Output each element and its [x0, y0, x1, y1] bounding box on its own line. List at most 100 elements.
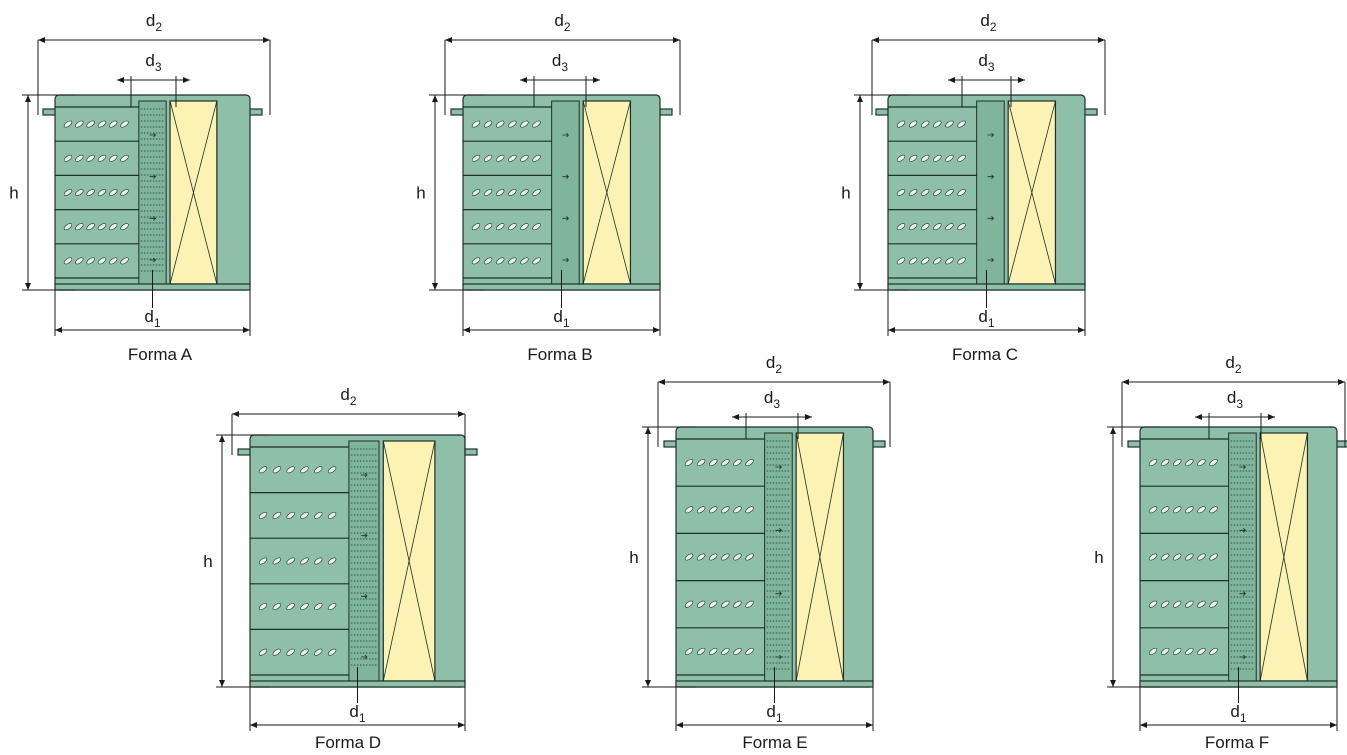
flow-arrow-icon: [360, 654, 368, 660]
d3-label-base: d: [552, 51, 561, 70]
d1-label: d1: [349, 702, 365, 725]
flow-arrow-icon: [987, 132, 995, 138]
housing-slot: [908, 154, 918, 162]
housing-slot: [1197, 647, 1206, 655]
d1-label: d1: [1230, 702, 1246, 725]
housing-slot: [286, 466, 295, 474]
housing-slot: [933, 257, 942, 265]
d3-label-subscript: 3: [1236, 397, 1243, 411]
housing-slot: [508, 189, 517, 196]
housing-slot: [1209, 647, 1218, 655]
d2-label-subscript: 2: [155, 20, 162, 34]
housing-slot: [696, 506, 706, 514]
d3-dimension-line-arrow-right: [183, 77, 190, 83]
d1-label-subscript: 1: [359, 711, 366, 725]
housing-slot: [908, 223, 918, 231]
housing-slot: [97, 257, 107, 265]
h-label: h: [629, 548, 638, 567]
d3-label-base: d: [978, 51, 987, 70]
housing-slot: [520, 223, 529, 231]
d3-dimension-line-arrow-left: [117, 77, 124, 83]
flow-arrow-icon: [1239, 591, 1247, 596]
housing-slot: [957, 257, 966, 265]
housing-slot: [496, 154, 505, 162]
housing-slot: [709, 647, 718, 655]
housing-slot: [945, 257, 954, 265]
flow-arrow-icon: [149, 174, 157, 179]
housing-slot: [745, 459, 754, 467]
housing-slot: [1173, 553, 1182, 561]
d3-label-base: d: [764, 388, 773, 407]
housing-slot: [921, 120, 930, 128]
d2-label-base: d: [980, 11, 989, 30]
housing-slot: [471, 154, 481, 162]
housing-slot: [709, 506, 718, 514]
d1-dimension-line-arrow-left: [888, 327, 895, 333]
housing-slot: [532, 257, 541, 265]
d2-label-base: d: [766, 353, 775, 372]
h-label: h: [841, 184, 850, 203]
housing-slot: [896, 154, 906, 162]
form-caption: Forma E: [742, 733, 807, 752]
housing-slot: [75, 189, 84, 196]
housing-slot: [1197, 506, 1206, 514]
housing-slot: [496, 223, 505, 231]
housing-slot: [921, 189, 930, 196]
flow-arrow-icon: [1239, 528, 1247, 533]
housing-slot: [945, 189, 954, 196]
housing-slot: [721, 459, 730, 467]
housing-slot: [327, 603, 337, 611]
d1-dimension-line-arrow-left: [676, 722, 683, 728]
housing-slot: [896, 120, 906, 128]
housing-slot: [520, 189, 529, 196]
d1-label: d1: [144, 307, 160, 330]
housing-slot: [520, 120, 529, 128]
d1-dimension-line-arrow-left: [250, 722, 257, 728]
d2-dimension-line-arrow-right: [263, 37, 270, 43]
housing-slot: [314, 466, 323, 474]
housing-slot: [75, 257, 84, 265]
housing-slot: [684, 506, 694, 514]
d3-label: d3: [764, 388, 780, 411]
housing-slot: [1173, 506, 1182, 514]
housing-slot: [1160, 647, 1170, 655]
housing-slot: [286, 511, 295, 519]
h-dimension-line-arrow-top: [25, 95, 31, 102]
d2-label-subscript: 2: [990, 20, 997, 34]
housing-slot: [1148, 553, 1158, 561]
housing-slot: [721, 600, 730, 608]
d1-dimension-line-arrow-right: [1330, 722, 1337, 728]
housing-slot: [1148, 647, 1158, 655]
housing-slot: [957, 223, 966, 231]
housing-slot: [97, 120, 107, 128]
housing-slot: [709, 600, 718, 608]
housing-slot: [745, 553, 754, 561]
housing-slot: [109, 189, 118, 196]
housing-slot: [120, 120, 129, 128]
housing-slot: [75, 120, 84, 128]
d2-label: d2: [554, 11, 570, 34]
housing-slot: [1148, 600, 1158, 608]
housing-slot: [532, 223, 541, 231]
housing-slot: [1209, 506, 1218, 514]
housing-slot: [75, 223, 84, 231]
housing-slot: [97, 189, 107, 196]
housing-slot: [120, 257, 129, 265]
housing-slot: [97, 154, 107, 162]
d1-label-subscript: 1: [563, 316, 570, 330]
flow-arrow-icon: [775, 464, 783, 470]
housing-slot: [1173, 600, 1182, 608]
media-cross-line: [382, 440, 436, 682]
d3-label-base: d: [145, 51, 154, 70]
housing-slot: [921, 257, 930, 265]
housing-slot: [1197, 553, 1206, 561]
housing-slot: [532, 120, 541, 128]
housing-slot: [63, 223, 73, 231]
housing-slot: [1197, 600, 1206, 608]
d3-dimension-line-arrow-right: [805, 414, 812, 420]
housing-slot: [63, 120, 73, 128]
housing-slot: [483, 189, 493, 196]
